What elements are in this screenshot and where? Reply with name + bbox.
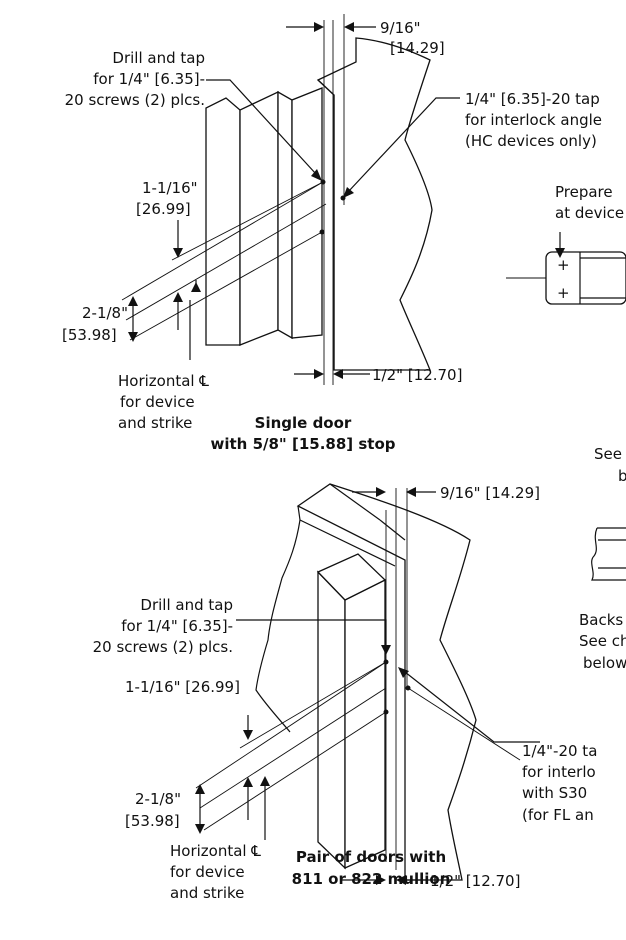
pair-tap-label-2: for interlo xyxy=(522,763,596,781)
frame-rabbet xyxy=(291,87,323,339)
pair-tap-label-3: with S30 xyxy=(522,784,587,802)
top-caption-2: with 5/8" [15.88] stop xyxy=(211,435,396,453)
top-dim-2-1-8: 2-1/8" xyxy=(82,304,128,322)
top-drill-label-1: Drill and tap xyxy=(112,49,205,67)
pair-door-drawing xyxy=(195,483,540,885)
pair-drill-label-2: for 1/4" [6.35]- xyxy=(121,617,233,635)
pair-dim-2-1-8: 2-1/8" xyxy=(135,790,181,808)
pair-centerline-label-2: for device xyxy=(170,863,245,881)
backset-view xyxy=(591,527,626,581)
pair-dim-2-1-8-mm: [53.98] xyxy=(125,812,180,830)
top-dim-2-1-8-mm: [53.98] xyxy=(62,326,117,344)
backset-label-2: See ch xyxy=(579,632,626,650)
mullion-side xyxy=(344,578,386,870)
pair-dim-9-16: 9/16" [14.29] xyxy=(440,484,540,502)
top-dim-1-2: 1/2" [12.70] xyxy=(372,366,462,384)
pair-drill-label-3: 20 screws (2) plcs. xyxy=(93,638,233,656)
door-slab xyxy=(316,37,433,371)
see-label-2: b xyxy=(618,467,626,485)
top-centerline-label-1: Horizontal ℄ xyxy=(118,372,209,390)
top-drill-label-2: for 1/4" [6.35]- xyxy=(93,70,205,88)
pair-dim-1-1-16: 1-1/16" [26.99] xyxy=(125,678,240,696)
pair-drill-label-1: Drill and tap xyxy=(140,596,233,614)
pair-dim-1-2: 1/2" [12.70] xyxy=(430,872,520,890)
top-tap-label-1: 1/4" [6.35]-20 tap xyxy=(465,90,600,108)
backset-label-3: below xyxy=(583,654,626,672)
frame-return xyxy=(277,90,293,340)
top-tap-label-2: for interlock angle xyxy=(465,111,602,129)
device-body xyxy=(545,251,626,305)
pair-caption-1: Pair of doors with xyxy=(296,848,446,866)
top-dim-9-16-mm: [14.29] xyxy=(390,39,445,57)
plus-mark-lower: + xyxy=(557,284,570,302)
pair-centerline-label-3: and strike xyxy=(170,884,244,902)
pair-centerline-label-1: Horizontal ℄ xyxy=(170,842,261,860)
top-dim-1-1-16: 1-1/16" xyxy=(142,179,198,197)
top-caption-1: Single door xyxy=(255,414,352,432)
pair-tap-label-4: (for FL an xyxy=(522,806,594,824)
see-label-1: See xyxy=(594,445,622,463)
pair-caption-2: 811 or 822 mullion xyxy=(292,870,451,888)
prepare-label-1: Prepare xyxy=(555,183,613,201)
device-end-view xyxy=(506,232,626,305)
top-dim-1-1-16-mm: [26.99] xyxy=(136,200,191,218)
top-centerline-label-2: for device xyxy=(120,393,195,411)
top-centerline-label-3: and strike xyxy=(118,414,192,432)
mullion-front xyxy=(317,570,346,870)
top-tap-label-3: (HC devices only) xyxy=(465,132,597,150)
frame-face xyxy=(239,90,279,346)
backset-label-1: Backs xyxy=(579,611,623,629)
prepare-label-2: at device xyxy=(555,204,624,222)
single-door-drawing xyxy=(121,14,460,385)
top-drill-label-3: 20 screws (2) plcs. xyxy=(65,91,205,109)
mullion-top xyxy=(316,553,387,601)
pair-door-slab xyxy=(296,483,477,881)
pair-tap-label-1: 1/4"-20 ta xyxy=(522,742,597,760)
stop-frame xyxy=(205,97,241,346)
plus-mark-upper: + xyxy=(557,256,570,274)
top-dim-9-16: 9/16" xyxy=(380,19,421,37)
